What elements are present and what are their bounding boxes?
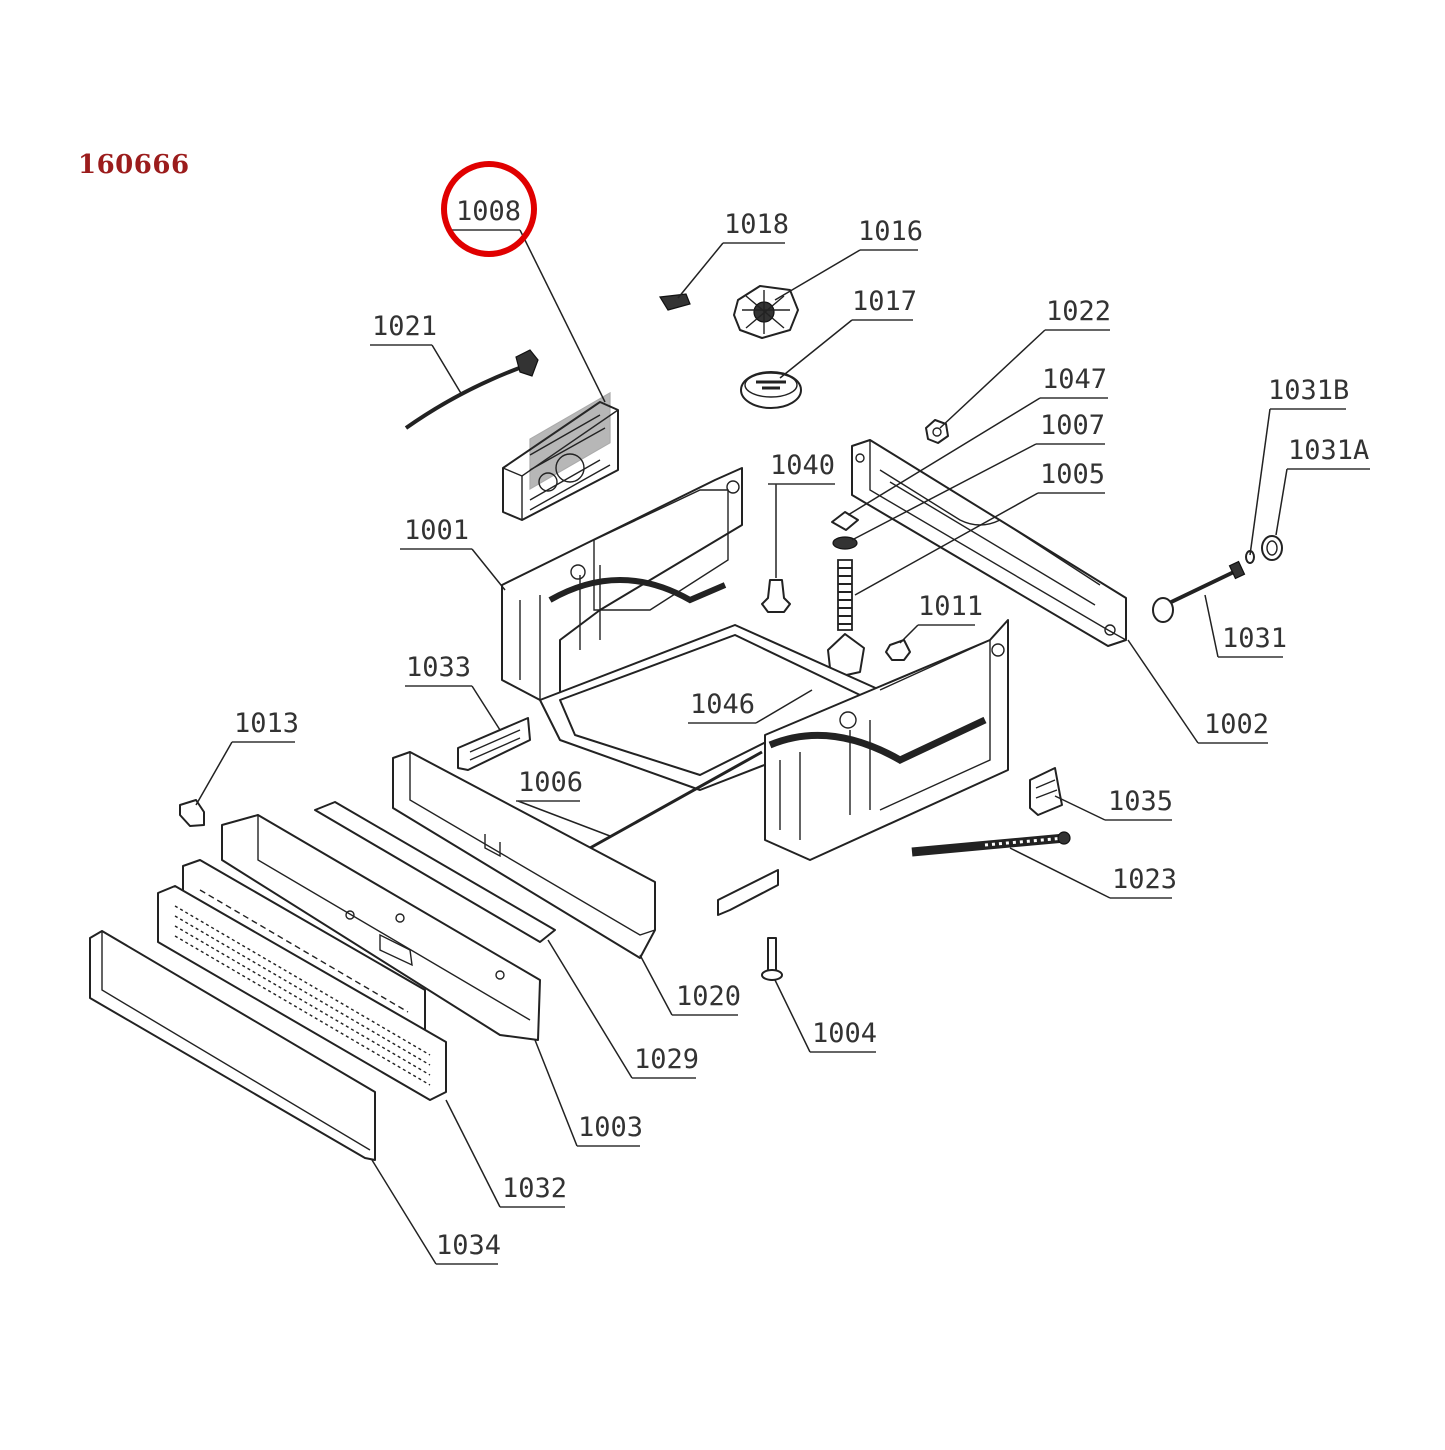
svg-text:1046: 1046	[690, 689, 755, 720]
svg-text:1031: 1031	[1222, 623, 1287, 654]
svg-text:1035: 1035	[1108, 786, 1173, 817]
svg-text:1004: 1004	[812, 1018, 877, 1049]
callout-1023[interactable]: 1023	[1110, 864, 1177, 899]
part-1032-grille[interactable]	[157, 859, 447, 1101]
callout-1005[interactable]: 1005	[1038, 459, 1105, 494]
svg-text:1047: 1047	[1042, 364, 1107, 395]
callout-1020[interactable]: 1020	[672, 981, 741, 1016]
part-1006-rod[interactable]	[589, 750, 763, 850]
callout-1047[interactable]: 1047	[1040, 364, 1108, 399]
callout-1035[interactable]: 1035	[1105, 786, 1173, 821]
part-1011-bolt[interactable]	[885, 639, 911, 661]
svg-text:1003: 1003	[578, 1112, 643, 1143]
callout-1040[interactable]: 1040	[768, 450, 835, 485]
reference-code: 160666	[78, 150, 190, 180]
callout-1016[interactable]: 1016	[858, 216, 923, 251]
part-1034-front-panel[interactable]	[89, 930, 376, 1161]
callout-1002[interactable]: 1002	[1198, 709, 1269, 744]
callout-1022[interactable]: 1022	[1045, 296, 1111, 331]
part-1033-bracket[interactable]	[457, 717, 531, 771]
part-1031-shaft[interactable]	[1152, 560, 1246, 623]
part-1047-washer[interactable]	[831, 511, 859, 531]
callout-1006[interactable]: 1006	[516, 767, 583, 802]
highlight-circle	[441, 161, 537, 257]
part-1001-main-frame[interactable]	[501, 467, 1009, 861]
part-1021-sensor-cable[interactable]	[404, 349, 539, 430]
svg-text:1007: 1007	[1040, 410, 1105, 441]
svg-text:1005: 1005	[1040, 459, 1105, 490]
svg-text:1033: 1033	[406, 652, 471, 683]
part-1003-inner-panel[interactable]	[221, 814, 541, 1041]
part-1004-pin[interactable]	[761, 937, 783, 981]
callout-1001[interactable]: 1001	[400, 515, 472, 550]
callout-1017[interactable]: 1017	[852, 286, 917, 321]
callout-labels: 1008 1018 1016 1017 1021 1022 1047 1007 …	[232, 196, 1370, 1265]
part-1017-cap[interactable]	[740, 371, 802, 409]
part-1018-clip[interactable]	[658, 293, 691, 311]
svg-text:1006: 1006	[518, 767, 583, 798]
callout-1008[interactable]: 1008	[450, 196, 521, 231]
callout-1031[interactable]: 1031	[1218, 623, 1287, 658]
svg-text:1017: 1017	[852, 286, 917, 317]
callout-1034[interactable]: 1034	[436, 1230, 501, 1265]
svg-text:1034: 1034	[436, 1230, 501, 1261]
part-lower-rail	[717, 869, 779, 916]
leader-lines	[195, 229, 1288, 1265]
callout-1031B[interactable]: 1031B	[1268, 375, 1349, 410]
callout-1007[interactable]: 1007	[1036, 410, 1105, 445]
callout-1033[interactable]: 1033	[405, 652, 472, 687]
part-1031A-cap[interactable]	[1261, 535, 1283, 561]
svg-text:1020: 1020	[676, 981, 741, 1012]
svg-text:1018: 1018	[724, 209, 789, 240]
svg-text:1032: 1032	[502, 1173, 567, 1204]
part-1008-control-module[interactable]	[502, 391, 619, 521]
part-1040-foot[interactable]	[761, 579, 791, 613]
callout-1029[interactable]: 1029	[632, 1044, 699, 1079]
callout-1046[interactable]: 1046	[688, 689, 756, 724]
svg-text:1031A: 1031A	[1288, 435, 1369, 466]
callout-1004[interactable]: 1004	[810, 1018, 877, 1053]
svg-text:1022: 1022	[1046, 296, 1111, 327]
svg-text:1001: 1001	[404, 515, 469, 546]
part-1013-clip[interactable]	[179, 799, 205, 827]
svg-text:1021: 1021	[372, 311, 437, 342]
callout-1011[interactable]: 1011	[918, 591, 983, 626]
part-1020-kick-plate[interactable]	[392, 751, 656, 959]
callout-1021[interactable]: 1021	[370, 311, 437, 346]
callout-1013[interactable]: 1013	[232, 708, 299, 743]
part-1029-strip[interactable]	[314, 801, 556, 943]
callout-1032[interactable]: 1032	[500, 1173, 567, 1208]
svg-text:1016: 1016	[858, 216, 923, 247]
part-1016-fan[interactable]	[733, 285, 799, 339]
part-1023-hinge-arm[interactable]	[911, 831, 1071, 857]
svg-text:1031B: 1031B	[1268, 375, 1349, 406]
callout-1031A[interactable]: 1031A	[1287, 435, 1370, 470]
part-1005-spring-foot[interactable]	[827, 559, 865, 677]
svg-text:1029: 1029	[634, 1044, 699, 1075]
callout-1003[interactable]: 1003	[577, 1112, 643, 1147]
svg-text:1040: 1040	[770, 450, 835, 481]
callout-1018[interactable]: 1018	[723, 209, 789, 244]
part-1007-seal[interactable]	[832, 536, 858, 550]
svg-text:1023: 1023	[1112, 864, 1177, 895]
svg-text:1013: 1013	[234, 708, 299, 739]
svg-text:1011: 1011	[918, 591, 983, 622]
svg-text:1008: 1008	[456, 196, 521, 227]
svg-text:1002: 1002	[1204, 709, 1269, 740]
part-1035-bracket[interactable]	[1029, 767, 1063, 816]
